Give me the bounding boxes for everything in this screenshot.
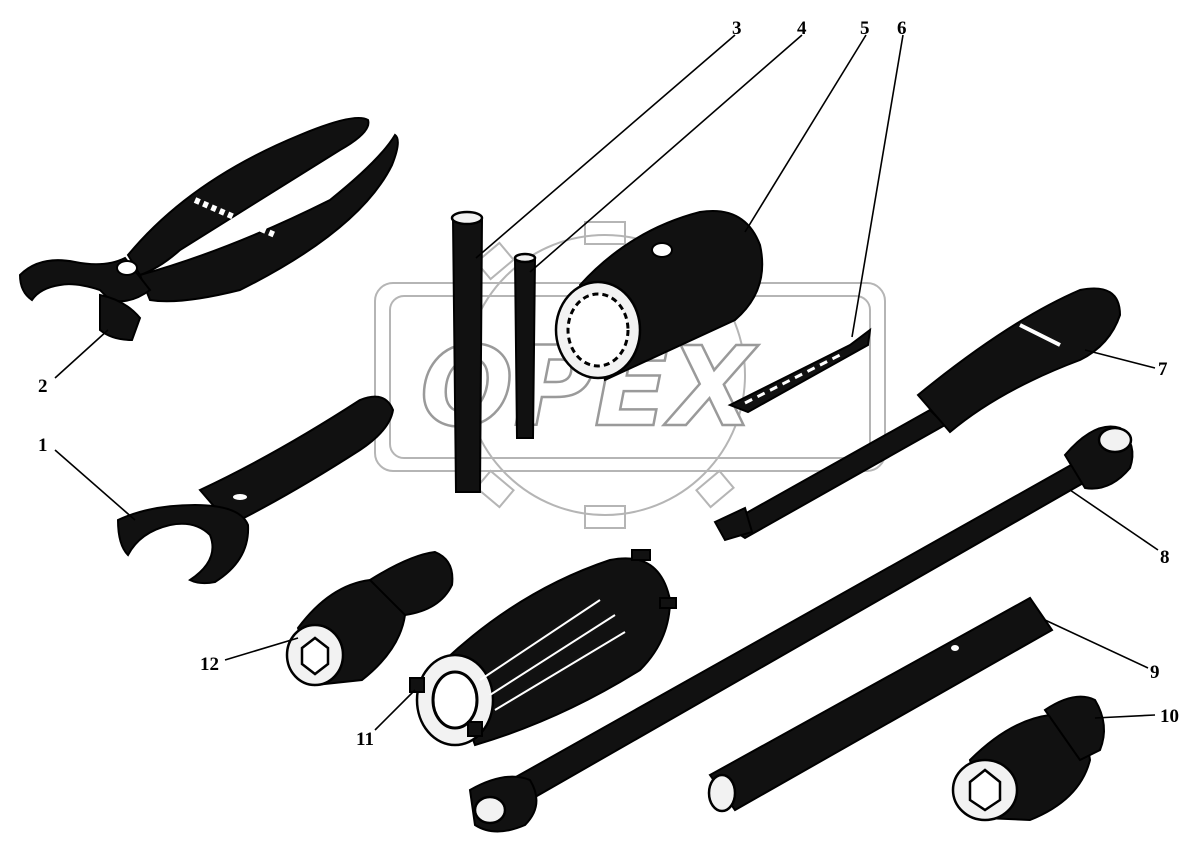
pliers bbox=[18, 116, 399, 342]
callout-5: 5 bbox=[860, 18, 870, 39]
leader-2 bbox=[54, 329, 109, 379]
leader-7 bbox=[1084, 349, 1156, 369]
leader-12 bbox=[224, 637, 299, 661]
leader-5 bbox=[744, 34, 867, 233]
shank-socket bbox=[285, 550, 454, 687]
callout-9: 9 bbox=[1150, 662, 1160, 683]
socket-head bbox=[951, 695, 1105, 822]
short-rod bbox=[513, 252, 537, 439]
leader-lines bbox=[54, 34, 1159, 731]
callout-labels: 1 2 3 4 5 6 7 8 9 10 11 12 bbox=[38, 18, 1179, 750]
castellated-socket bbox=[409, 549, 677, 747]
leader-11 bbox=[374, 689, 416, 731]
callout-10: 10 bbox=[1160, 706, 1179, 727]
callout-3: 3 bbox=[732, 18, 742, 39]
callout-8: 8 bbox=[1160, 547, 1170, 568]
leader-1 bbox=[54, 449, 136, 521]
callout-4: 4 bbox=[797, 18, 807, 39]
callout-1: 1 bbox=[38, 435, 48, 456]
flat-gauge bbox=[727, 327, 872, 414]
leader-8 bbox=[1069, 489, 1159, 551]
leader-9 bbox=[1044, 619, 1149, 669]
leader-6 bbox=[851, 34, 904, 338]
box-spanner-long bbox=[468, 425, 1134, 833]
leader-4 bbox=[529, 34, 803, 273]
callout-6: 6 bbox=[897, 18, 907, 39]
leader-10 bbox=[1094, 714, 1156, 719]
socket-tube bbox=[554, 210, 764, 382]
callout-7: 7 bbox=[1158, 359, 1168, 380]
pin-rod bbox=[450, 210, 484, 493]
callout-2: 2 bbox=[38, 376, 48, 397]
callout-11: 11 bbox=[356, 729, 374, 750]
leader-3 bbox=[475, 34, 736, 259]
tommy-bar-tube bbox=[707, 596, 1054, 813]
callout-12: 12 bbox=[200, 654, 219, 675]
screwdriver bbox=[713, 287, 1122, 542]
open-end-wrench bbox=[116, 395, 395, 585]
